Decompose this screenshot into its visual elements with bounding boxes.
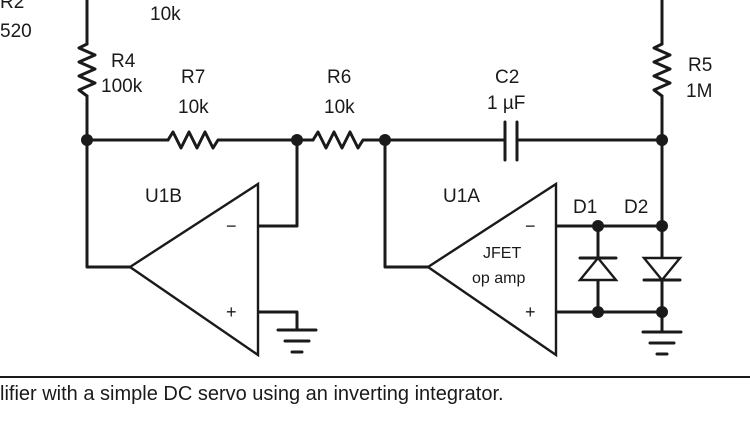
u1b-plus-sign: + — [226, 302, 237, 322]
r7-value-label: 10k — [178, 97, 209, 118]
top-resistor-value-label: 10k — [150, 4, 181, 25]
u1b-ground-icon — [276, 328, 318, 354]
c2-value-label: 1 µF — [487, 93, 525, 114]
r4-name-label: R4 — [111, 51, 136, 72]
c2-name-label: C2 — [495, 67, 519, 88]
d2-ground-icon — [641, 330, 683, 356]
r7-resistor — [166, 130, 224, 150]
u1b-opamp-symbol — [127, 181, 260, 358]
u1a-minus-sign: − — [525, 216, 536, 236]
junction-d1-bottom — [592, 306, 604, 318]
d2-diode-symbol — [641, 256, 683, 282]
junction-d2-top — [656, 220, 668, 232]
d1-diode-symbol — [577, 256, 619, 282]
r4-value-label: 100k — [101, 76, 143, 97]
r4-resistor — [77, 42, 97, 98]
r7-name-label: R7 — [181, 67, 205, 88]
u1b-noninverting-wire — [256, 310, 299, 332]
figure-caption: lifier with a simple DC servo using an i… — [0, 383, 504, 405]
feedback-wire-u1b — [85, 138, 132, 269]
junction-node-b — [291, 134, 303, 146]
junction-d1-top — [592, 220, 604, 232]
u1b-minus-sign: − — [226, 216, 237, 236]
r6-name-label: R6 — [327, 67, 351, 88]
junction-node-a — [81, 134, 93, 146]
u1a-type-line2: op amp — [472, 270, 525, 287]
u1a-output-wire — [383, 138, 430, 269]
u1a-opamp-symbol — [425, 181, 558, 358]
r2-name-label: R2 — [0, 0, 24, 13]
u1a-plus-sign: + — [525, 302, 536, 322]
r6-value-label: 10k — [324, 97, 355, 118]
circuit-schematic: R2 520 10k R4 100k R7 10k R6 10k C2 1 µF… — [0, 0, 712, 358]
junction-node-c — [379, 134, 391, 146]
caption-divider — [0, 376, 750, 378]
d2-label: D2 — [624, 197, 648, 218]
r5-name-label: R5 — [688, 55, 712, 76]
u1a-type-line1: JFET — [483, 245, 521, 262]
r5-resistor — [652, 42, 672, 98]
u1a-label: U1A — [443, 186, 480, 207]
r5-value-label: 1M — [686, 81, 712, 102]
r6-resistor — [311, 130, 371, 150]
junction-d2-bottom — [656, 306, 668, 318]
u1b-label: U1B — [145, 186, 182, 207]
u1b-inverting-wire — [256, 138, 299, 228]
junction-node-d — [656, 134, 668, 146]
d1-label: D1 — [573, 197, 597, 218]
r2-value-label: 520 — [0, 21, 32, 42]
